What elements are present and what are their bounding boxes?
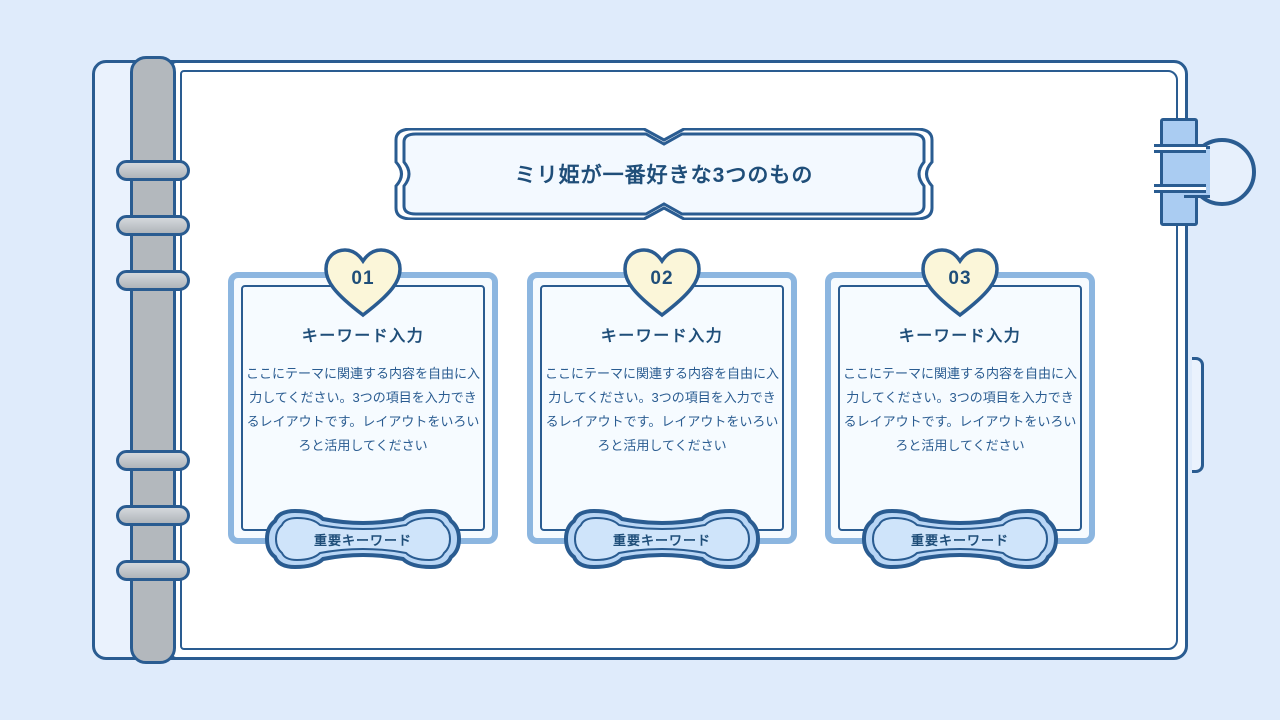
page-title: ミリ姫が一番好きな3つのもの (514, 164, 814, 187)
card-item[interactable]: キーワード入力 ここにテーマに関連する内容を自由に入力してください。3つの項目を… (228, 248, 498, 570)
page-tab[interactable] (1192, 357, 1204, 473)
keyword-plaque[interactable]: 重要キーワード (862, 507, 1058, 571)
binder-ring (116, 505, 190, 526)
binder-ring (116, 215, 190, 236)
card-frame (825, 272, 1095, 544)
title-banner-shape (394, 128, 934, 220)
keyword-label: 重要キーワード (612, 532, 711, 548)
card-title: キーワード入力 (898, 328, 1022, 345)
binder-ring (116, 450, 190, 471)
keyword-plaque[interactable]: 重要キーワード (564, 507, 760, 571)
card-body-text: ここにテーマに関連する内容を自由に入力してください。3つの項目を入力できるレイア… (545, 366, 780, 454)
heart-icon (921, 248, 999, 318)
binder-ring (116, 160, 190, 181)
card-frame (228, 272, 498, 544)
binder-ring (116, 270, 190, 291)
card-item[interactable]: キーワード入力 ここにテーマに関連する内容を自由に入力してください。3つの項目を… (527, 248, 797, 570)
card-title: キーワード入力 (301, 328, 425, 345)
binder-ring (116, 560, 190, 581)
heart-icon (324, 248, 402, 318)
keyword-label: 重要キーワード (910, 532, 1009, 548)
card-number: 03 (948, 268, 972, 289)
title-banner: ミリ姫が一番好きな3つのもの (386, 128, 942, 220)
binder-clip[interactable] (1154, 118, 1280, 238)
card-body-text: ここにテーマに関連する内容を自由に入力してください。3つの項目を入力できるレイア… (246, 366, 481, 454)
plaque-shape (265, 508, 461, 570)
heart-badge: 01 (322, 247, 404, 319)
plaque-shape (862, 508, 1058, 570)
card-item[interactable]: キーワード入力 ここにテーマに関連する内容を自由に入力してください。3つの項目を… (825, 248, 1095, 570)
card-number: 02 (650, 268, 674, 289)
clip-band (1154, 184, 1206, 193)
plaque-shape (564, 508, 760, 570)
keyword-label: 重要キーワード (313, 532, 412, 548)
card-frame (527, 272, 797, 544)
keyword-plaque[interactable]: 重要キーワード (265, 507, 461, 571)
heart-icon (623, 248, 701, 318)
card-number: 01 (351, 268, 375, 289)
heart-badge: 03 (919, 247, 1001, 319)
card-body-text: ここにテーマに関連する内容を自由に入力してください。3つの項目を入力できるレイア… (843, 366, 1078, 454)
heart-badge: 02 (621, 247, 703, 319)
clip-band (1154, 144, 1206, 153)
card-title: キーワード入力 (600, 328, 724, 345)
